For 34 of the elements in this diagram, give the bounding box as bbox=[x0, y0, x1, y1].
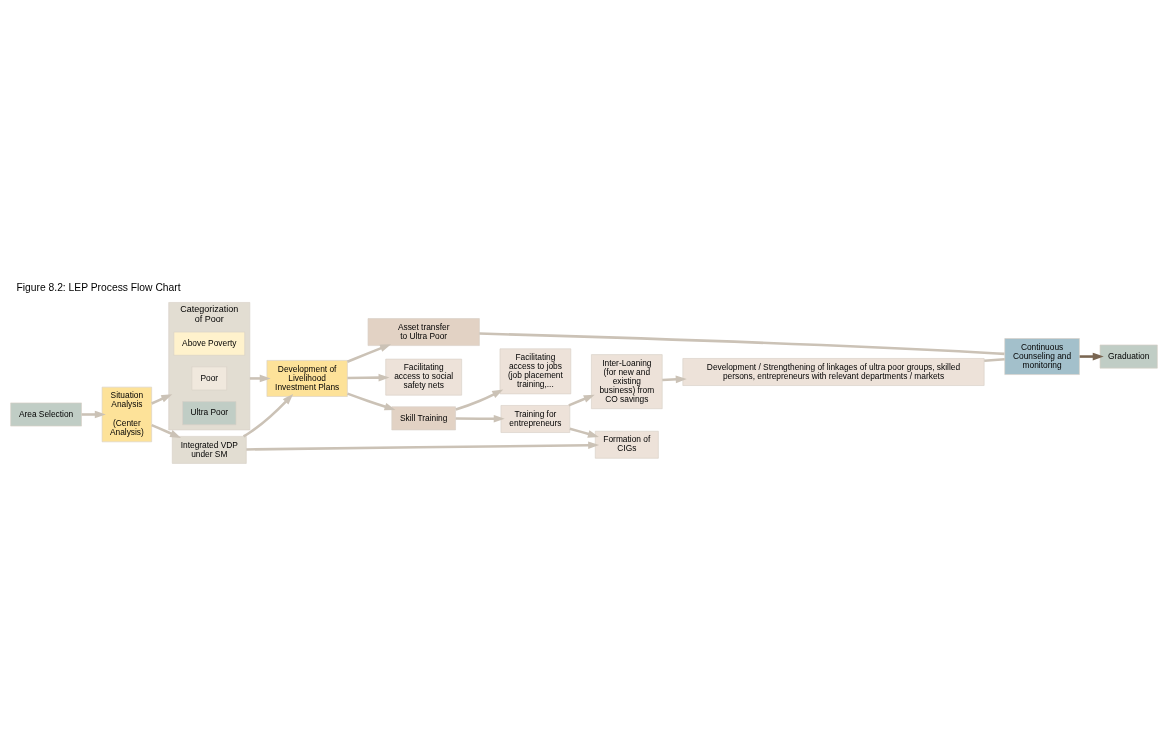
arrow bbox=[242, 393, 294, 437]
node-box: Area Selection bbox=[10, 402, 82, 426]
arrow bbox=[246, 440, 600, 451]
arrow bbox=[151, 423, 182, 438]
arrow bbox=[151, 393, 173, 405]
arrow bbox=[347, 391, 396, 410]
node-box: Graduation bbox=[1099, 344, 1158, 368]
node-box: Integrated VDP under SM bbox=[171, 435, 247, 464]
diagram-title: Figure 8.2: LEP Process Flow Chart bbox=[16, 281, 181, 293]
arrow bbox=[249, 374, 271, 382]
arrow bbox=[346, 343, 392, 363]
arrow bbox=[455, 414, 505, 423]
node-box: Development / Strengthening of linkages of ultra poor groups, skilled persons, entrepreneurs with relevant departments / markets bbox=[682, 357, 985, 386]
arrow bbox=[569, 426, 599, 438]
arrow bbox=[662, 375, 687, 383]
node-box: Development of Livelihood Investment Plans bbox=[266, 359, 348, 397]
node-box: Training for entrepreneurs bbox=[500, 404, 571, 433]
node-box: Facilitating access to social safety nets bbox=[385, 358, 462, 395]
arrow bbox=[1079, 352, 1104, 360]
node-box: Continuous Counseling and monitoring bbox=[1004, 337, 1080, 375]
node-box: Above Poverty bbox=[173, 331, 245, 356]
node-box: Facilitating access to jobs (job placement training,... bbox=[499, 348, 572, 394]
arrow bbox=[81, 410, 106, 418]
node-box: Formation of CIGs bbox=[594, 430, 659, 459]
node-box: Skill Training bbox=[391, 405, 456, 430]
connector bbox=[479, 331, 1005, 355]
arrow bbox=[347, 373, 390, 381]
node-box: Inter-Loaning (for new and existing business) from CO savings bbox=[591, 353, 663, 409]
node-box: Ultra Poor bbox=[182, 400, 237, 425]
node-box: Asset transfer to Ultra Poor bbox=[367, 317, 480, 346]
connector bbox=[984, 357, 1005, 362]
arrow bbox=[455, 389, 504, 411]
node-box: Situation Analysis (Center Analysis) bbox=[101, 386, 152, 442]
arrow bbox=[568, 394, 595, 407]
